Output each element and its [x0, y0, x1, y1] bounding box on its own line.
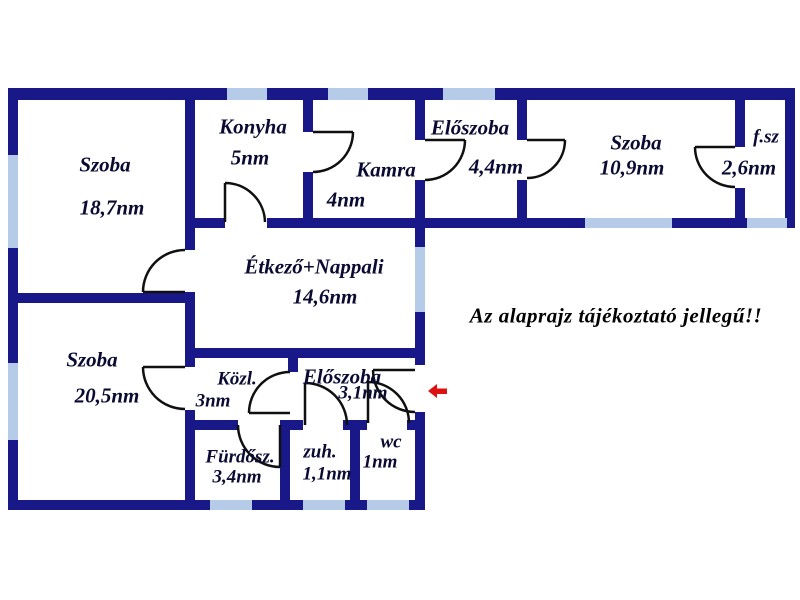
wall-stub-kozl: [288, 348, 298, 372]
room-name-szoba-187: Szoba: [79, 152, 131, 177]
window-bottom-furdo: [210, 500, 252, 510]
door-fsz: [693, 145, 736, 189]
room-area-wc: 1nm: [362, 451, 398, 473]
wall-furdo-zuh: [280, 420, 290, 510]
entrance-arrow-icon: [428, 384, 447, 398]
wall-konyha-kamra-b: [303, 172, 313, 228]
room-area-furdo: 3,4nm: [212, 466, 262, 488]
wall-mid-b: [280, 420, 303, 430]
room-area-szoba-187: 18,7nm: [79, 195, 145, 220]
wall-center-v-a: [185, 88, 195, 250]
wall-eloszoba-szoba-a: [517, 88, 527, 140]
wall-wing-bottom: [267, 218, 795, 228]
wall-mid-a: [185, 420, 238, 430]
room-area-fsz: 2,6nm: [721, 155, 777, 180]
room-area-szoba-109: 10,9nm: [599, 155, 665, 180]
window-top-kamra: [328, 88, 368, 100]
door-furdo: [236, 424, 282, 469]
wall-right-outer: [785, 88, 795, 228]
room-area-kozl: 3nm: [195, 390, 231, 412]
room-area-etkezo: 14,6nm: [292, 284, 358, 309]
window-bottom-wc: [367, 500, 409, 510]
room-name-eloszoba-31: Előszoba: [302, 364, 382, 389]
room-name-eloszoba-44: Előszoba: [430, 115, 510, 140]
room-area-zuh: 1,1nm: [302, 463, 352, 485]
wall-center-v-c: [185, 410, 195, 510]
window-top-eloszoba: [443, 88, 495, 100]
door-eloszoba44-kamra: [424, 138, 467, 182]
wall-left: [8, 88, 18, 510]
door-kozl-eloszoba: [247, 370, 291, 415]
room-name-kamra: Kamra: [356, 157, 416, 182]
room-area-eloszoba-44: 4,4nm: [468, 154, 524, 179]
room-name-zuh: zuh.: [303, 441, 337, 463]
wall-right-center-a: [415, 88, 425, 140]
window-left-szoba187: [8, 155, 18, 248]
wall-center-v-b: [185, 292, 195, 367]
window-top-konyha: [227, 88, 267, 100]
door-kamra: [312, 130, 355, 174]
wall-right-center-c: [415, 412, 425, 510]
disclaimer-text: Az alaprajz tájékoztató jellegű!!: [469, 303, 763, 328]
wall-konyha-bottom-left: [185, 218, 225, 228]
doors: [141, 130, 736, 469]
windows: [8, 88, 787, 510]
room-name-fsz: f.sz: [753, 126, 779, 148]
door-eloszoba44-szoba: [526, 138, 567, 180]
room-name-wc: wc: [380, 431, 402, 453]
room-name-furdo: Fürdősz.: [205, 446, 275, 468]
room-name-szoba-109: Szoba: [610, 130, 662, 155]
room-name-kozl: Közl.: [217, 368, 257, 390]
wall-szoba-fsz-a: [735, 88, 745, 147]
window-right-etkezo: [415, 247, 425, 312]
door-konyha: [223, 181, 267, 223]
door-szoba205: [141, 365, 186, 411]
window-left-szoba205: [8, 363, 18, 440]
room-area-kamra: 4nm: [326, 187, 366, 212]
wall-top: [8, 88, 795, 100]
door-szoba187: [141, 248, 186, 294]
wall-szoba187-bottom: [8, 293, 195, 303]
wall-zuh-wc: [350, 420, 360, 510]
door-entrance: [371, 368, 416, 414]
door-zuh: [303, 381, 349, 426]
room-area-szoba-205: 20,5nm: [74, 383, 140, 408]
room-name-szoba-205: Szoba: [66, 347, 118, 372]
window-bottom-fsz: [747, 218, 787, 228]
wall-etkezo-bottom: [185, 348, 425, 358]
window-bottom-zuh: [303, 500, 345, 510]
room-area-eloszoba-31: 3,1nm: [338, 382, 388, 404]
window-bottom-szoba109: [585, 218, 672, 228]
wall-szoba-fsz-b: [735, 188, 745, 228]
room-name-konyha: Konyha: [219, 114, 287, 139]
room-name-etkezo: Étkező+Nappali: [244, 254, 384, 279]
room-area-konyha: 5nm: [230, 145, 270, 170]
wall-konyha-kamra-a: [303, 88, 313, 132]
wall-eloszoba-szoba-b: [517, 180, 527, 228]
